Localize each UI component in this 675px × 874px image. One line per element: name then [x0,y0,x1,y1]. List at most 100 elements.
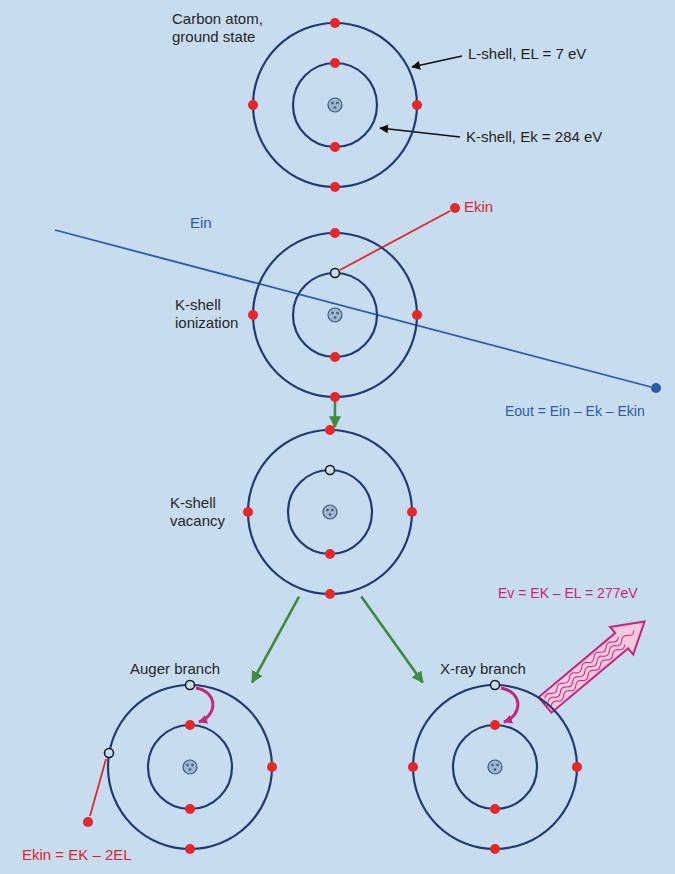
nucleon [494,768,497,771]
electron [243,507,253,517]
nucleus [328,98,342,112]
nucleus [183,760,197,774]
nucleon [331,102,334,105]
leader-arrow [412,56,462,67]
electron-shell [293,63,377,147]
electron [330,228,340,238]
atom-drawing [408,681,582,855]
photon-arrow-body [533,608,656,719]
nucleon [186,764,189,767]
leader-arrow [380,128,460,137]
electron-vacancy [186,681,195,690]
photon-arrow [533,608,656,719]
electron-transition-arrow [196,688,213,722]
atom-drawing [248,18,422,192]
electron-shell [148,725,232,809]
electron [330,142,340,152]
electron-vacancy [105,749,114,758]
electron-vacancy [326,466,335,475]
nucleus [323,505,337,519]
electron [490,720,500,730]
nucleus [488,760,502,774]
auger-electron-path [90,759,106,816]
nucleon [191,764,194,767]
electron [330,352,340,362]
electron [185,844,195,854]
nucleon [326,509,329,512]
electron-vacancy [491,681,500,690]
nucleon [329,513,332,516]
atom-node: X-ray branch [413,685,577,849]
electron [412,310,422,320]
atom-outline [253,23,417,187]
atom-outline [248,430,412,594]
atom-heading: K-shell ionization [175,296,247,332]
process-arrow [361,596,422,682]
atom-node: Auger branch [108,685,272,849]
electron [185,720,195,730]
photon-wave [547,629,635,704]
photon-wave [544,635,620,700]
nucleon [336,312,339,315]
electron [330,58,340,68]
electron-shell [253,23,417,187]
electron-shell [413,685,577,849]
electron [412,100,422,110]
atom-heading: Auger branch [130,660,220,678]
incident-electron-path [55,230,651,387]
electron [330,392,340,402]
electron-transition-arrow [501,688,518,722]
electron-shell [288,470,372,554]
electron-shell [293,273,377,357]
electron [572,762,582,772]
energy-label: Ein [190,214,212,232]
ejected-electron [450,203,460,213]
atom-drawing [243,425,417,599]
atom-outline [108,685,272,849]
ejected-electron-path [340,211,450,270]
nucleon [496,764,499,767]
electron [490,844,500,854]
nucleon [331,312,334,315]
atom-outline [413,685,577,849]
energy-equation: Ev = EK – EL = 277eV [498,584,638,602]
shell-label: K-shell, Ek = 284 eV [466,128,602,146]
nucleon [331,509,334,512]
process-arrow [252,597,299,683]
electron-shell [108,685,272,849]
photon-wave [550,643,626,708]
energy-equation: Ekin = EK – 2EL [22,846,132,864]
electron [330,182,340,192]
atom-node: Carbon atom, ground state [253,23,417,187]
atom-node: K-shell vacancy [248,430,412,594]
electron-shell [453,725,537,809]
electron [248,310,258,320]
electron [267,762,277,772]
process-arrow [334,400,337,427]
electron-shell [253,233,417,397]
atom-drawing [248,228,422,402]
nucleon [334,316,337,319]
atom-heading: Carbon atom, ground state [172,10,284,46]
auger-electron [83,817,93,827]
energy-label: Ekin [464,198,493,216]
electron [407,507,417,517]
electron [330,18,340,28]
electron [248,100,258,110]
electron [185,804,195,814]
energy-equation: Eout = Ein – Ek – Ekin [505,402,645,420]
atom-heading: K-shell vacancy [170,494,242,530]
atom-outline [253,233,417,397]
atom-node: K-shell ionization [253,233,417,397]
electron-shell [248,430,412,594]
nucleon [189,768,192,771]
electron [325,549,335,559]
shell-label: L-shell, EL = 7 eV [468,45,586,63]
nucleon [334,106,337,109]
nucleus [328,308,342,322]
atom-drawing [105,681,278,855]
electron [408,762,418,772]
electron [325,425,335,435]
atom-heading: X-ray branch [440,660,526,678]
